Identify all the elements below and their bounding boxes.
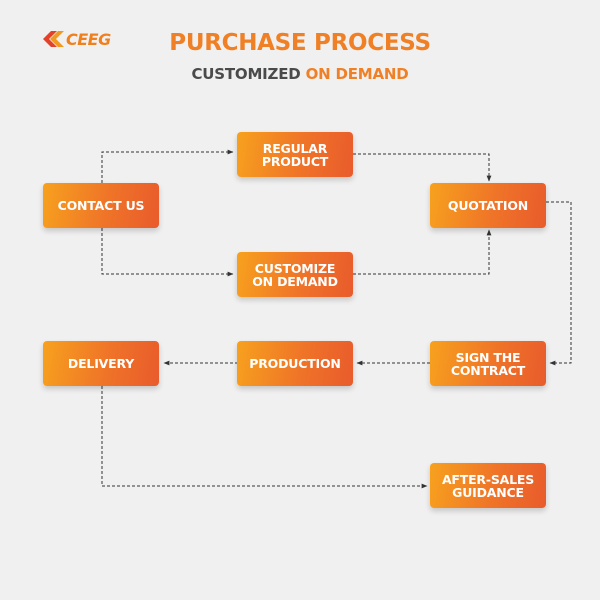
- node-after-sales-guidance: AFTER-SALES GUIDANCE: [430, 463, 546, 508]
- node-production: PRODUCTION: [237, 341, 353, 386]
- logo-text: CEEG: [66, 29, 111, 49]
- connector-contact-to-regular: [101, 149, 234, 183]
- node-quotation: QUOTATION: [430, 183, 546, 228]
- node-contact-us: CONTACT US: [43, 183, 159, 228]
- node-customize-on-demand-label: CUSTOMIZE ON DEMAND: [252, 260, 338, 289]
- page-title: PURCHASE PROCESS: [169, 30, 431, 56]
- subtitle-part-1: CUSTOMIZED: [191, 65, 301, 83]
- connector-customize-to-quotation: [353, 229, 492, 275]
- node-contact-us-label: CONTACT US: [57, 198, 145, 213]
- node-customize-on-demand: CUSTOMIZE ON DEMAND: [237, 252, 353, 297]
- node-sign-the-contract-label: SIGN THE CONTRACT: [450, 349, 526, 378]
- node-quotation-label: QUOTATION: [447, 198, 529, 213]
- node-delivery-label: DELIVERY: [67, 356, 135, 371]
- connector-quotation-to-contract: [546, 201, 572, 366]
- page-subtitle: CUSTOMIZED ON DEMAND: [0, 65, 600, 83]
- node-production-label: PRODUCTION: [249, 356, 341, 371]
- ceeg-logo: CEEG: [43, 28, 111, 50]
- node-delivery: DELIVERY: [43, 341, 159, 386]
- node-after-sales-guidance-label: AFTER-SALES GUIDANCE: [441, 471, 535, 500]
- node-sign-the-contract: SIGN THE CONTRACT: [430, 341, 546, 386]
- subtitle-part-2: ON DEMAND: [305, 65, 409, 83]
- connector-delivery-to-aftersales: [101, 386, 428, 489]
- chevron-logo-icon: [43, 31, 64, 47]
- node-regular-product: REGULAR PRODUCT: [237, 132, 353, 177]
- connector-contact-to-customize: [101, 228, 234, 277]
- connector-regular-to-quotation: [353, 153, 492, 182]
- node-regular-product-label: REGULAR PRODUCT: [261, 140, 329, 169]
